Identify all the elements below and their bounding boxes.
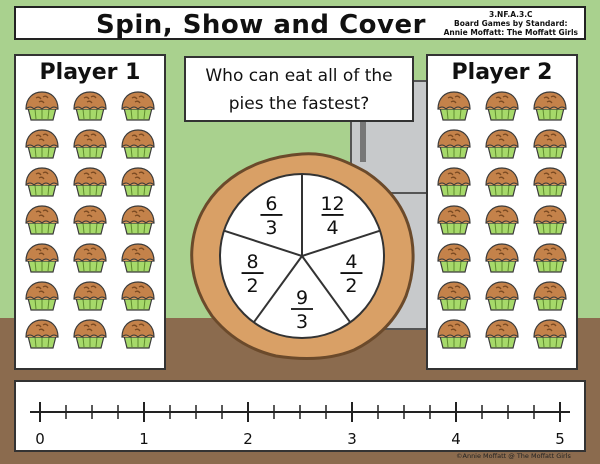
- apple-pie-icon: [25, 91, 59, 121]
- fraction-numerator: 4: [345, 251, 357, 273]
- standard-series: Board Games by Standard:: [454, 19, 568, 28]
- fraction-numerator: 12: [320, 193, 344, 215]
- number-line-ticks: [39, 402, 561, 422]
- apple-pie-icon: [73, 243, 107, 273]
- standard-info: 3.NF.A.3.C Board Games by Standard: Anni…: [444, 10, 578, 37]
- apple-pie-icon: [533, 205, 567, 235]
- game-title: Spin, Show and Cover: [96, 10, 426, 40]
- apple-pie-icon: [485, 167, 519, 197]
- number-line-box: 0 1 2 3 4 5: [14, 380, 586, 452]
- apple-pie-icon: [73, 319, 107, 349]
- title-bar: Spin, Show and Cover 3.NF.A.3.C Board Ga…: [14, 6, 586, 40]
- spinner-section: 93: [291, 287, 313, 333]
- apple-pie-icon: [437, 205, 471, 235]
- apple-pie-icon: [533, 319, 567, 349]
- apple-pie-icon: [25, 167, 59, 197]
- apple-pie-icon: [437, 281, 471, 311]
- player-2-board: Player 2: [426, 54, 578, 370]
- number-line-label: 1: [139, 430, 149, 448]
- number-line-label: 2: [243, 430, 253, 448]
- standard-author: Annie Moffatt: The Moffatt Girls: [443, 28, 578, 37]
- apple-pie-icon: [437, 319, 471, 349]
- apple-pie-icon: [437, 167, 471, 197]
- number-line: 0 1 2 3 4 5: [30, 402, 570, 448]
- fraction-numerator: 8: [246, 251, 258, 273]
- fraction-numerator: 6: [265, 193, 277, 215]
- number-line-label: 3: [347, 430, 357, 448]
- prompt-line-2: pies the fastest?: [228, 94, 370, 114]
- apple-pie-icon: [73, 91, 107, 121]
- apple-pie-icon: [25, 281, 59, 311]
- fraction-denominator: 4: [327, 217, 339, 239]
- apple-pie-icon: [533, 91, 567, 121]
- spinner-divider: [301, 229, 381, 257]
- apple-pie-icon: [25, 205, 59, 235]
- fraction-denominator: 2: [246, 275, 258, 297]
- apple-pie-icon: [485, 243, 519, 273]
- number-line-label: 0: [35, 430, 45, 448]
- apple-pie-icon: [533, 129, 567, 159]
- apple-pie-icon: [485, 129, 519, 159]
- player-1-pies: [16, 86, 164, 354]
- player-1-board: Player 1: [14, 54, 166, 370]
- apple-pie-icon: [121, 167, 155, 197]
- spinner-divider: [301, 255, 352, 323]
- player-2-label: Player 2: [451, 60, 553, 85]
- apple-pie-icon: [25, 319, 59, 349]
- spinner-section: 124: [320, 193, 344, 239]
- spinner-divider: [252, 255, 303, 323]
- spinner-divider: [223, 229, 303, 257]
- spinner-section: 82: [241, 251, 264, 297]
- apple-pie-icon: [437, 243, 471, 273]
- spinner-section: 63: [260, 193, 283, 239]
- apple-pie-icon: [73, 129, 107, 159]
- apple-pie-icon: [485, 281, 519, 311]
- apple-pie-icon: [121, 281, 155, 311]
- apple-pie-icon: [437, 129, 471, 159]
- apple-pie-icon: [533, 167, 567, 197]
- apple-pie-icon: [485, 205, 519, 235]
- fraction-numerator: 9: [296, 287, 308, 309]
- fridge-handle: [360, 122, 366, 162]
- apple-pie-icon: [485, 319, 519, 349]
- standard-code: 3.NF.A.3.C: [488, 10, 533, 19]
- apple-pie-icon: [121, 205, 155, 235]
- apple-pie-icon: [73, 281, 107, 311]
- number-line-labels: 0 1 2 3 4 5: [35, 430, 565, 448]
- spinner-section: 42: [340, 251, 363, 297]
- apple-pie-icon: [533, 281, 567, 311]
- fraction-denominator: 3: [296, 311, 308, 333]
- apple-pie-icon: [437, 91, 471, 121]
- apple-pie-icon: [121, 91, 155, 121]
- apple-pie-icon: [485, 91, 519, 121]
- spinner-dividers: [223, 174, 381, 323]
- number-line-label: 5: [555, 430, 565, 448]
- number-line-label: 4: [451, 430, 461, 448]
- prompt-box: Who can eat all of the pies the fastest?: [184, 56, 414, 122]
- fraction-denominator: 2: [345, 275, 357, 297]
- apple-pie-icon: [73, 167, 107, 197]
- apple-pie-icon: [25, 129, 59, 159]
- credit-text: ©Annie Moffatt @ The Moffatt Girls: [456, 452, 571, 460]
- player-2-pies: [428, 86, 576, 354]
- player-1-label: Player 1: [39, 60, 141, 85]
- apple-pie-icon: [121, 129, 155, 159]
- apple-pie-icon: [73, 205, 107, 235]
- apple-pie-icon: [25, 243, 59, 273]
- apple-pie-icon: [121, 319, 155, 349]
- prompt-line-1: Who can eat all of the: [205, 66, 393, 86]
- fraction-denominator: 3: [265, 217, 277, 239]
- apple-pie-icon: [533, 243, 567, 273]
- apple-pie-icon: [121, 243, 155, 273]
